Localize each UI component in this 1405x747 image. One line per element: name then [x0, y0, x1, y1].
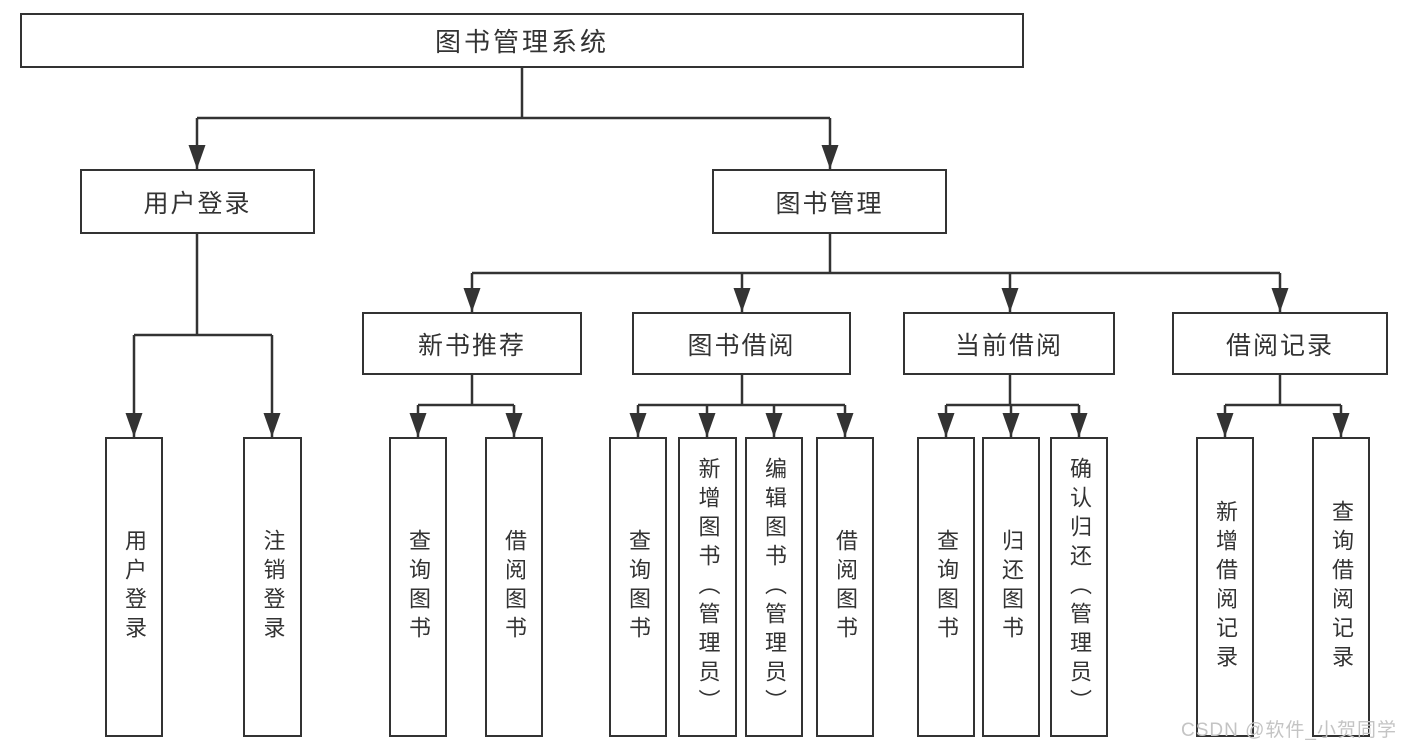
- node-label: 新增图书︵管理员︶: [695, 456, 721, 718]
- connector-book-management-branch: [463, 234, 1289, 312]
- node-label: 图书管理系统: [434, 27, 609, 57]
- node-new-book-recommend: 新书推荐: [362, 312, 582, 375]
- node-book-management: 图书管理: [712, 169, 947, 234]
- node-label: 用户登录: [143, 189, 252, 218]
- node-label: 图书借阅: [687, 331, 796, 360]
- leaf-query-borrow-record: 查询借阅记录: [1312, 437, 1370, 737]
- node-label: 用户登录: [122, 529, 147, 645]
- node-label: 新增借阅记录: [1213, 500, 1238, 674]
- node-current-borrowing: 当前借阅: [903, 312, 1115, 375]
- leaf-borrow-books-recommend: 借阅图书: [485, 437, 543, 737]
- node-label: 图书管理: [775, 189, 884, 218]
- leaf-edit-book-admin: 编辑图书︵管理员︶: [745, 437, 803, 737]
- leaf-confirm-return-admin: 确认归还︵管理员︶: [1050, 437, 1108, 737]
- node-label: 借阅记录: [1225, 331, 1334, 360]
- node-label: 查询图书: [626, 529, 651, 645]
- connector-new-book-recommend-branch: [409, 375, 523, 437]
- node-label: 当前借阅: [954, 331, 1063, 360]
- node-library-management-system: 图书管理系统: [20, 13, 1024, 68]
- node-label: 借阅图书: [833, 529, 858, 645]
- node-label: 归还图书: [999, 529, 1024, 645]
- connector-user-login-branch: [125, 234, 281, 437]
- connector-book-borrowing-branch: [629, 375, 854, 437]
- leaf-add-borrow-record: 新增借阅记录: [1196, 437, 1254, 737]
- node-label: 查询图书: [934, 529, 959, 645]
- connector-borrow-records-branch: [1216, 375, 1350, 437]
- node-user-login: 用户登录: [80, 169, 315, 234]
- node-borrow-records: 借阅记录: [1172, 312, 1388, 375]
- node-label: 查询借阅记录: [1329, 500, 1354, 674]
- node-label: 确认归还︵管理员︶: [1067, 456, 1092, 718]
- leaf-query-books-recommend: 查询图书: [389, 437, 447, 737]
- node-label: 编辑图书︵管理员︶: [762, 456, 787, 718]
- leaf-return-books: 归还图书: [982, 437, 1040, 737]
- csdn-watermark: CSDN @软件_小贺同学: [1181, 720, 1397, 741]
- leaf-add-book-admin: 新增图书︵管理员︶: [678, 437, 737, 737]
- node-label: 注销登录: [260, 529, 286, 645]
- connector-current-borrowing-branch: [937, 375, 1088, 437]
- node-label: 借阅图书: [502, 529, 527, 645]
- node-book-borrowing: 图书借阅: [632, 312, 851, 375]
- leaf-logout: 注销登录: [243, 437, 302, 737]
- leaf-query-books-current: 查询图书: [917, 437, 975, 737]
- connector-root-branch: [188, 68, 839, 169]
- node-label: 查询图书: [406, 529, 431, 645]
- leaf-user-login: 用户登录: [105, 437, 163, 737]
- leaf-borrow-books-borrowing: 借阅图书: [816, 437, 874, 737]
- node-label: 新书推荐: [417, 331, 526, 360]
- leaf-query-books-borrowing: 查询图书: [609, 437, 667, 737]
